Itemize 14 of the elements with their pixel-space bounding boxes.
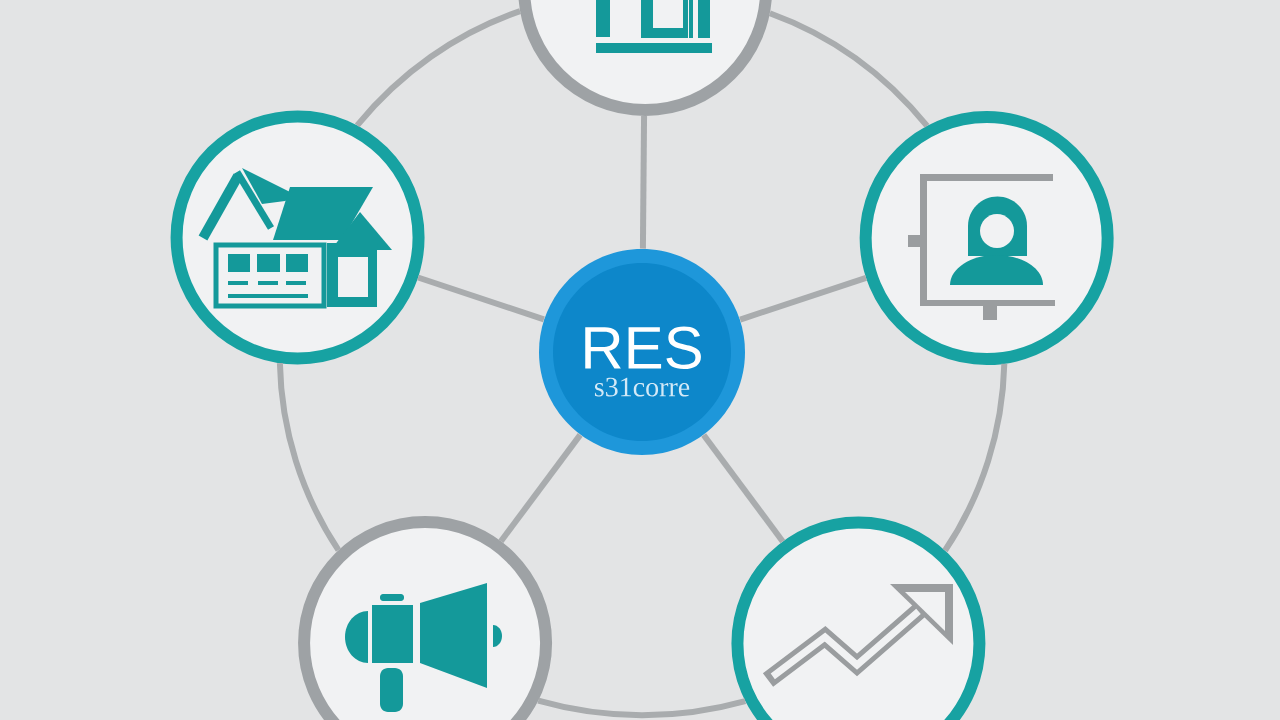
ring-arc <box>942 363 1008 553</box>
hub-circle <box>539 249 745 455</box>
ring-arc <box>354 8 522 128</box>
connector-line <box>701 433 786 544</box>
connector-line <box>417 274 545 323</box>
connector-line <box>639 116 648 249</box>
ring-arc <box>768 10 930 128</box>
hub-title: RES <box>585 326 701 370</box>
icon-circle <box>731 516 986 720</box>
connector-line <box>498 433 583 543</box>
connector-line <box>739 275 868 323</box>
hub-subtitle: s31corre <box>594 377 690 397</box>
ring-arc <box>276 363 341 552</box>
ring-arc <box>537 697 746 719</box>
